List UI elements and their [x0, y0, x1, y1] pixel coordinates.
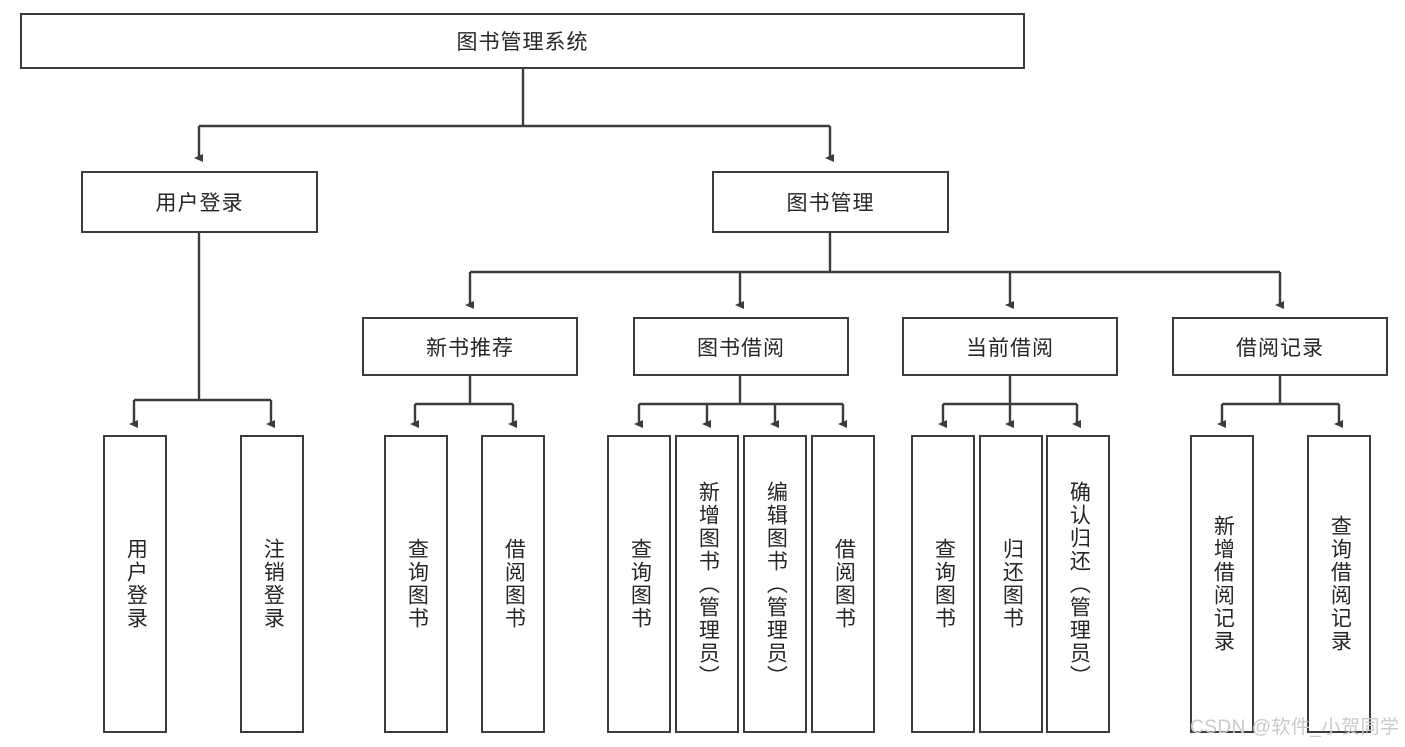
leaf-user-login[interactable]: 用户登录: [103, 435, 167, 733]
node-current-borrow[interactable]: 当前借阅: [902, 317, 1118, 376]
leaf-user-logout-label: 注销登录: [261, 538, 285, 630]
node-root-label: 图书管理系统: [456, 31, 589, 54]
node-user-login-label: 用户登录: [155, 192, 244, 215]
leaf-current-return-book[interactable]: 归还图书: [979, 435, 1043, 733]
leaf-current-query-book-label: 查询图书: [932, 538, 956, 630]
node-book-borrow[interactable]: 图书借阅: [633, 317, 849, 376]
leaf-new-book-query-label: 查询图书: [405, 538, 429, 630]
leaf-borrow-query-book[interactable]: 查询图书: [607, 435, 671, 733]
node-new-book-recommend[interactable]: 新书推荐: [362, 317, 578, 376]
node-book-borrow-label: 图书借阅: [697, 336, 785, 360]
leaf-current-confirm-return-label: 确认归还（管理员）: [1067, 480, 1091, 688]
leaf-borrow-add-book[interactable]: 新增图书（管理员）: [675, 435, 739, 733]
leaf-new-book-query[interactable]: 查询图书: [384, 435, 448, 733]
node-current-borrow-label: 当前借阅: [966, 336, 1054, 360]
leaf-new-book-borrow[interactable]: 借阅图书: [481, 435, 545, 733]
node-book-management[interactable]: 图书管理: [712, 171, 949, 233]
node-user-login[interactable]: 用户登录: [81, 171, 318, 233]
leaf-record-add[interactable]: 新增借阅记录: [1190, 435, 1254, 733]
leaf-borrow-borrow-book-label: 借阅图书: [832, 538, 856, 630]
leaf-current-confirm-return[interactable]: 确认归还（管理员）: [1046, 435, 1110, 733]
leaf-borrow-query-book-label: 查询图书: [628, 538, 652, 630]
leaf-record-query[interactable]: 查询借阅记录: [1307, 435, 1371, 733]
leaf-record-add-label: 新增借阅记录: [1211, 515, 1235, 653]
leaf-current-return-book-label: 归还图书: [1000, 538, 1024, 630]
leaf-new-book-borrow-label: 借阅图书: [502, 538, 526, 630]
leaf-borrow-borrow-book[interactable]: 借阅图书: [811, 435, 875, 733]
leaf-record-query-label: 查询借阅记录: [1328, 515, 1352, 653]
leaf-borrow-edit-book[interactable]: 编辑图书（管理员）: [743, 435, 807, 733]
leaf-current-query-book[interactable]: 查询图书: [911, 435, 975, 733]
leaf-borrow-add-book-label: 新增图书（管理员）: [696, 480, 720, 688]
node-borrow-record-label: 借阅记录: [1236, 336, 1324, 360]
node-book-management-label: 图书管理: [786, 192, 875, 215]
leaf-user-logout[interactable]: 注销登录: [240, 435, 304, 733]
leaf-borrow-edit-book-label: 编辑图书（管理员）: [764, 480, 788, 688]
node-root[interactable]: 图书管理系统: [20, 13, 1025, 69]
csdn-watermark: CSDN @软件_小贺同学: [1190, 717, 1400, 738]
leaf-user-login-label: 用户登录: [124, 538, 148, 630]
node-new-book-recommend-label: 新书推荐: [426, 336, 514, 360]
node-borrow-record[interactable]: 借阅记录: [1172, 317, 1388, 376]
